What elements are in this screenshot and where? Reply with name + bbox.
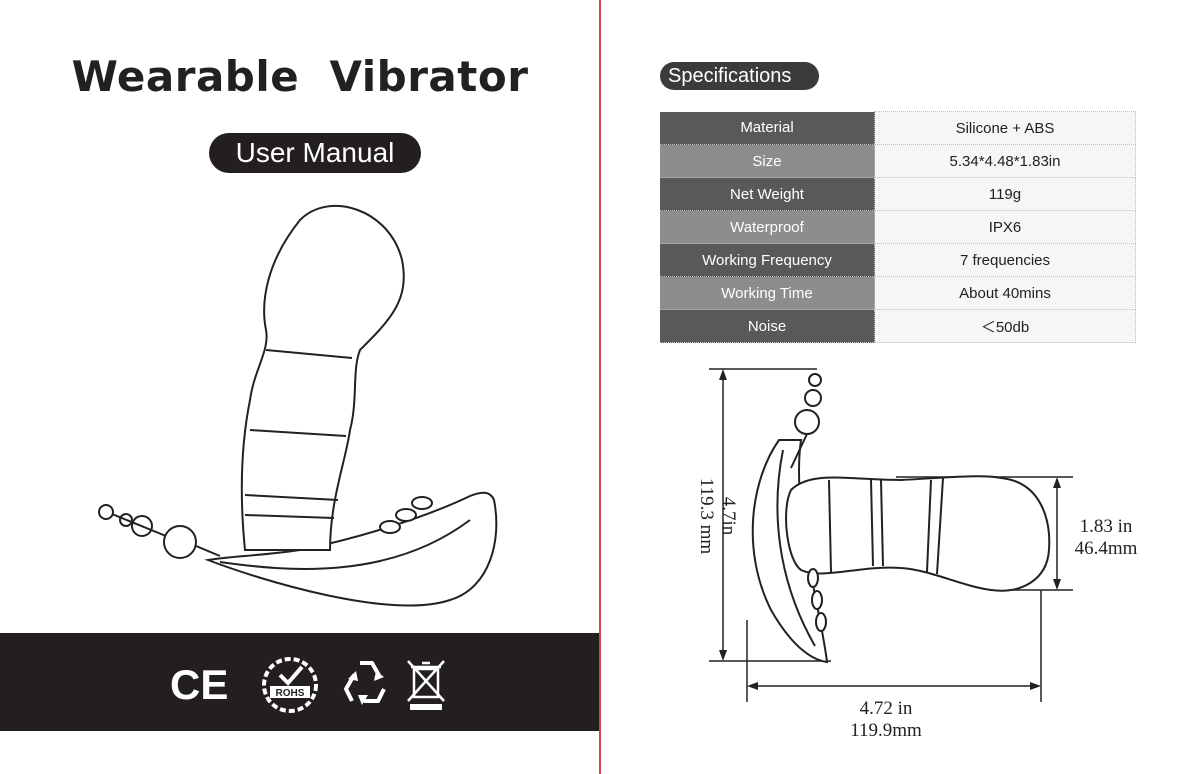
recycle-icon [343, 661, 386, 705]
page-divider [599, 0, 601, 774]
spec-label: Noise [660, 309, 875, 343]
ce-label: CE [170, 663, 228, 703]
width-inches: 4.72 in [859, 698, 913, 719]
user-manual-badge: User Manual [209, 133, 421, 173]
product-title: Wearable Vibrator [71, 52, 529, 101]
width-mm: 119.9mm [850, 720, 922, 741]
depth-inches: 1.83 in [1079, 516, 1133, 537]
spec-label: Working Time [660, 276, 875, 310]
spec-label: Material [660, 111, 875, 145]
height-dimension-label: 4.7in 119.3 mm [639, 466, 739, 566]
spec-label: Working Frequency [660, 243, 875, 277]
product-illustration-side [751, 373, 1051, 664]
spec-value: IPX6 [874, 210, 1136, 244]
certification-bar: CE ROHS [0, 633, 600, 731]
rohs-label: ROHS [276, 688, 305, 699]
dimension-diagram [709, 368, 1073, 702]
spec-value: About 40mins [874, 276, 1136, 310]
product-illustration-front [98, 204, 498, 607]
weee-bin-icon [407, 660, 445, 710]
spec-value: 119g [874, 177, 1136, 211]
depth-dimension-label: 1.83 in 46.4mm [1061, 516, 1151, 560]
spec-row: Noise＜50db [660, 309, 1136, 343]
spec-value: 5.34*4.48*1.83in [874, 144, 1136, 178]
height-mm: 119.3 mm [696, 477, 717, 555]
specifications-heading: Specifications [660, 62, 819, 90]
width-dimension-label: 4.72 in 119.9mm [831, 698, 941, 742]
height-inches: 4.7in [718, 496, 739, 536]
cover-page: Wearable Vibrator User Manual [0, 52, 600, 731]
spec-label: Size [660, 144, 875, 178]
spec-label: Waterproof [660, 210, 875, 244]
spec-value: 7 frequencies [874, 243, 1136, 277]
depth-mm: 46.4mm [1074, 538, 1138, 559]
ce-mark-icon: CE [170, 663, 228, 703]
shaft [240, 204, 405, 551]
rohs-icon: ROHS [262, 657, 318, 713]
spec-label: Net Weight [660, 177, 875, 211]
spec-value: Silicone + ABS [874, 111, 1136, 145]
spec-value: ＜50db [874, 309, 1136, 343]
